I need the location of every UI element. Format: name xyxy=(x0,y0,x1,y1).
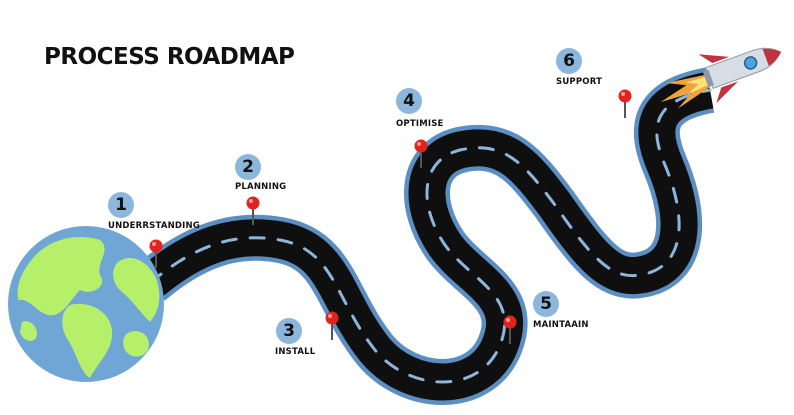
globe-icon xyxy=(8,226,164,382)
step-5-label: MAINTAAIN xyxy=(533,320,589,330)
map-pin-icon xyxy=(618,89,632,118)
map-pins xyxy=(149,89,632,344)
page-title: PROCESS ROADMAP xyxy=(44,44,295,70)
step-2-number: 2 xyxy=(235,154,261,180)
map-pin-icon xyxy=(325,311,339,340)
step-6-number: 6 xyxy=(556,48,582,74)
step-3-number: 3 xyxy=(276,318,302,344)
step-1-label: UNDERRSTANDING xyxy=(108,221,201,231)
step-1-number: 1 xyxy=(108,192,134,218)
map-pin-icon xyxy=(503,315,517,344)
road-center-dashes xyxy=(148,88,712,384)
step-3-label: INSTALL xyxy=(275,347,316,357)
step-4-label: OPTIMISE xyxy=(396,119,444,129)
step-2-label: PLANNING xyxy=(235,182,287,192)
step-6-label: SUPPORT xyxy=(556,77,603,87)
map-pin-icon xyxy=(414,139,428,168)
winding-road xyxy=(135,67,715,405)
step-4-number: 4 xyxy=(396,88,422,114)
map-pin-icon xyxy=(149,239,163,268)
step-5-number: 5 xyxy=(533,291,559,317)
map-pin-icon xyxy=(246,196,260,225)
road-surface xyxy=(138,71,714,401)
rocket-icon xyxy=(660,47,782,109)
